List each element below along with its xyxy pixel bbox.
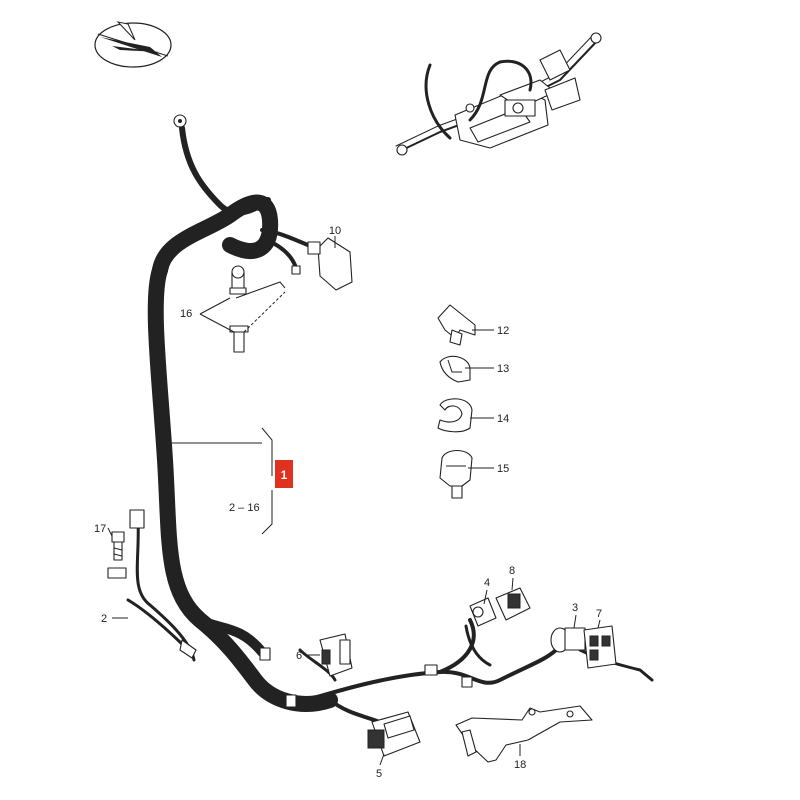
stud-bolt-16 [199,265,286,353]
connector-10 [307,236,353,291]
clip-14 [437,398,473,433]
part-label-6[interactable]: 6 [296,650,302,662]
part-label-7[interactable]: 7 [596,608,602,620]
part-label-4[interactable]: 4 [484,577,490,589]
part-label-14[interactable]: 14 [497,413,509,425]
part-label-10[interactable]: 10 [329,225,341,237]
ground-strap-2 [107,509,197,662]
clip-15 [439,449,473,499]
main-harness [147,114,654,724]
callout-badge-1[interactable]: 1 [275,460,293,488]
leader-lines [107,236,601,766]
part-label-12[interactable]: 12 [497,325,509,337]
sensor-3 [550,627,586,653]
part-label-13[interactable]: 13 [497,363,509,375]
steering-rack-assembly [395,32,602,156]
part-label-18[interactable]: 18 [514,759,526,771]
range-label: 2 – 16 [229,502,260,514]
bracket-18 [455,705,593,763]
connector-4 [469,597,497,627]
orientation-compass-icon [94,21,172,68]
callout-badge-bg [275,460,293,488]
connector-7 [583,625,617,669]
connector-6 [319,633,353,677]
bolt-17 [111,531,125,561]
part-label-3[interactable]: 3 [572,602,578,614]
part-label-5[interactable]: 5 [376,768,382,780]
part-label-8[interactable]: 8 [509,565,515,577]
part-label-17[interactable]: 17 [94,523,106,535]
callout-badge-label: 1 [281,468,288,482]
part-label-2[interactable]: 2 [101,613,107,625]
part-label-16[interactable]: 16 [180,308,192,320]
clip-12 [437,304,476,346]
part-label-15[interactable]: 15 [497,463,509,475]
connector-8 [495,587,531,621]
clip-13 [439,355,471,383]
connector-5 [367,711,421,757]
